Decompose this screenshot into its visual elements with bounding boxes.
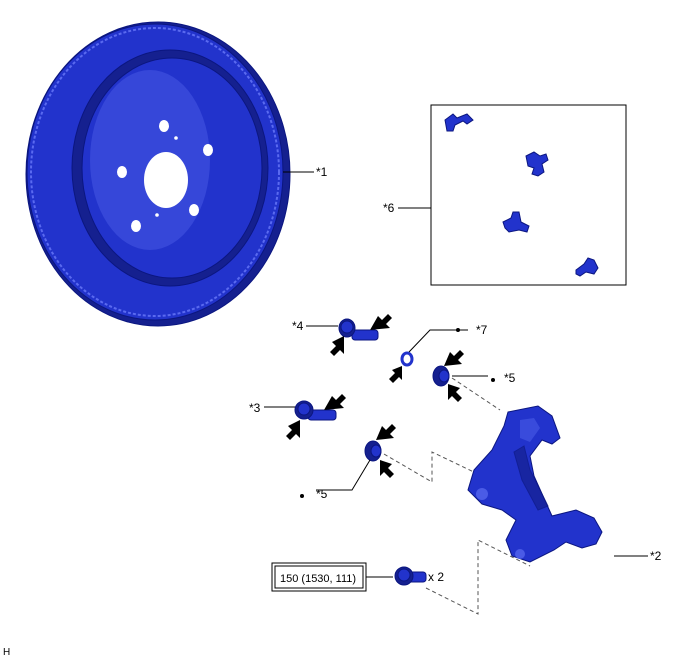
arrow-icon: [330, 336, 344, 356]
callout-5-lower: *5: [316, 487, 328, 501]
bracket-bolt: [394, 566, 427, 586]
arrow-icon: [444, 350, 464, 366]
corner-mark: H: [3, 647, 10, 658]
callout-5-upper: *5: [504, 371, 516, 385]
bullet-icon: [456, 328, 460, 332]
quantity-label: x 2: [428, 570, 444, 584]
torque-spec-box: 150 (1530, 111): [271, 562, 367, 592]
bullet-icon: [491, 378, 495, 382]
callout-1: *1: [316, 165, 328, 179]
torque-value: 150 (1530, 111): [280, 573, 356, 585]
arrow-icon: [389, 366, 402, 383]
arrow-icon: [286, 420, 300, 440]
boot-upper: [432, 365, 450, 387]
arrow-icon: [380, 460, 394, 478]
arrow-icon: [370, 314, 392, 330]
arrow-icon: [376, 424, 396, 440]
disc-rotor: [25, 21, 291, 327]
callout-2: *2: [650, 549, 662, 563]
pad-support-plate-frame: [430, 104, 627, 286]
callout-4: *4: [292, 319, 304, 333]
arrow-icon: [324, 394, 346, 410]
callout-3: *3: [249, 401, 261, 415]
slide-bolt-upper: [338, 318, 379, 341]
slide-bolt-lower: [294, 400, 337, 421]
caliper-bracket: [467, 405, 603, 563]
pad-support-plates: [444, 113, 599, 277]
callout-6: *6: [383, 201, 395, 215]
bushing: [400, 351, 414, 367]
callout-7: *7: [476, 323, 488, 337]
arrow-icon: [448, 384, 462, 402]
bullet-icon: [300, 494, 304, 498]
boot-lower: [364, 440, 382, 462]
